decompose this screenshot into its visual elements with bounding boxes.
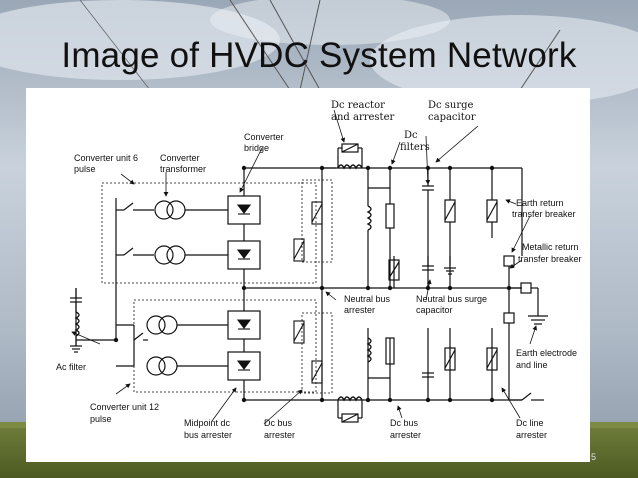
label-dc-surge-capacitor-2: capacitor bbox=[428, 112, 476, 123]
label-neutral-bus-arrester: Neutral bus bbox=[344, 294, 391, 304]
label-converter-unit-12-pulse: pulse bbox=[90, 414, 112, 424]
label-converter-bridge-2: bridge bbox=[244, 143, 269, 153]
label-dc-bus-arrester-1-2: arrester bbox=[264, 430, 295, 440]
converter-unit-6-frame bbox=[101, 182, 317, 284]
label-converter-bridge: Converter bbox=[244, 132, 284, 142]
label-metallic-return: Metallic return bbox=[522, 242, 579, 252]
label-earth-return: Earth return bbox=[516, 198, 564, 208]
label-converter-transformer-2: transformer bbox=[160, 164, 206, 174]
label-metallic-return-2: transfer breaker bbox=[518, 254, 582, 264]
metallic-return-breaker bbox=[520, 282, 532, 294]
slide-title: Image of HVDC System Network bbox=[61, 36, 577, 75]
label-dc-surge-capacitor: Dc surge bbox=[428, 100, 474, 111]
label-converter-unit-12: Converter unit 12 bbox=[90, 402, 159, 412]
label-dc-bus-arrester-1: Dc bus bbox=[264, 418, 293, 428]
label-dc-reactor-2: and arrester bbox=[331, 112, 394, 123]
converter-unit-12-frame bbox=[133, 299, 317, 393]
label-dc-bus-arrester-2: Dc bus bbox=[390, 418, 419, 428]
label-dc-bus-arrester-2-2: arrester bbox=[390, 430, 421, 440]
earth-return-breaker bbox=[503, 255, 515, 267]
label-ac-filter: Ac filter bbox=[56, 362, 86, 372]
label-neutral-bus-arrester-2: arrester bbox=[344, 305, 375, 315]
label-dc-filters-2: filters bbox=[400, 142, 430, 153]
label-dc-line-arrester-2: arrester bbox=[516, 430, 547, 440]
label-earth-electrode: Earth electrode bbox=[516, 348, 577, 358]
label-dc-filters: Dc bbox=[404, 130, 418, 141]
label-converter-transformer: Converter bbox=[160, 153, 200, 163]
label-earth-electrode-2: and line bbox=[516, 360, 548, 370]
label-dc-line-arrester: Dc line bbox=[516, 418, 544, 428]
slide-number: 5 bbox=[591, 452, 597, 462]
label-midpoint-arrester-2: bus arrester bbox=[184, 430, 232, 440]
label-neutral-bus-surge: Neutral bus surge bbox=[416, 294, 487, 304]
label-converter-unit-6-pulse: pulse bbox=[74, 164, 96, 174]
hvdc-diagram: Converter unit 6 pulse Converter transfo… bbox=[56, 100, 582, 440]
label-earth-return-2: transfer breaker bbox=[512, 209, 576, 219]
label-dc-reactor: Dc reactor bbox=[331, 100, 385, 111]
label-neutral-bus-surge-2: capacitor bbox=[416, 305, 453, 315]
label-converter-unit-6: Converter unit 6 bbox=[74, 153, 138, 163]
transformer-1a bbox=[154, 200, 174, 220]
label-midpoint-arrester: Midpoint dc bbox=[184, 418, 231, 428]
